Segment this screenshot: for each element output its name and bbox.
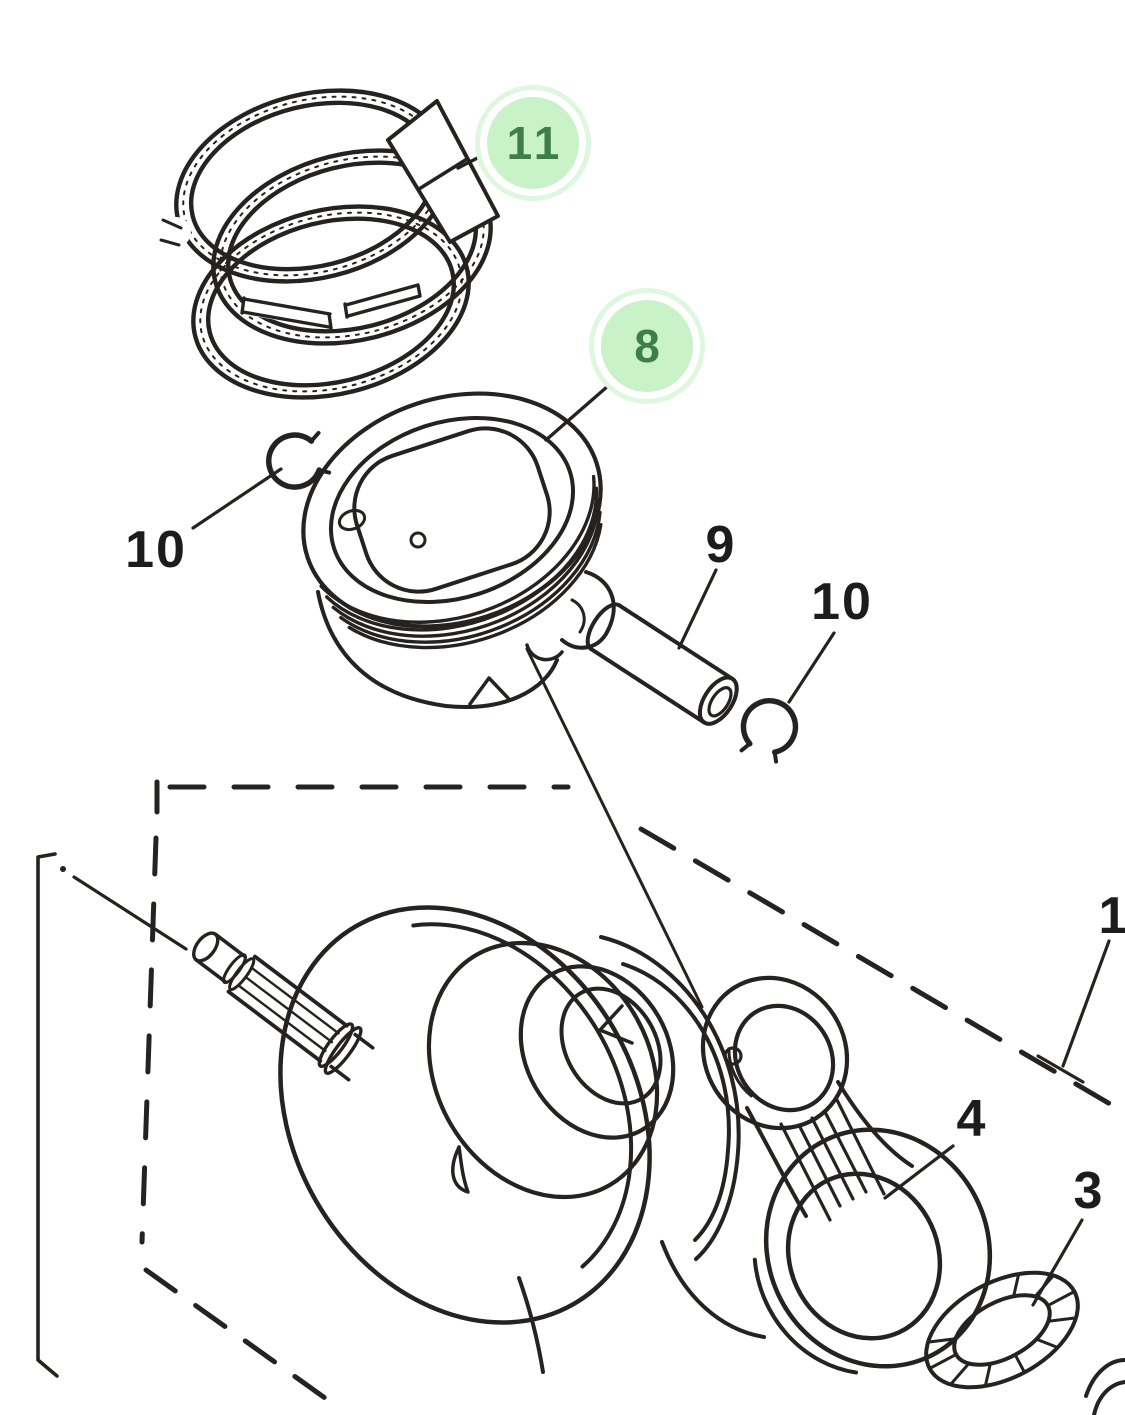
piston-ring-set-drawing [159,88,493,400]
circlip-right-drawing [739,697,799,764]
callout-label-piston-pin: 9 [705,516,737,574]
bearing-drawing [924,1270,1080,1390]
callout-label-bearing: 3 [1073,1162,1105,1220]
callout-label-connecting-rod: 4 [956,1090,988,1148]
partial-part-bottom-right [1084,1358,1125,1415]
circlip-left-drawing [266,430,332,490]
crankcase-boundary-dashed-box [139,779,1125,1406]
callout-number: 11 [506,117,564,169]
callout-label-circlip-left: 10 [125,521,187,579]
callout-badge-piston[interactable]: 8 [601,300,693,392]
callout-number: 8 [634,320,664,372]
callout-label-circlip-right: 10 [811,573,873,631]
callout-label-crank-assembly: 1 [1098,887,1125,945]
connecting-rod-drawing [700,975,993,1375]
crankshaft-drawing [192,905,766,1374]
callout-badge-ring-set[interactable]: 11 [487,97,579,189]
ring-set-tag [386,99,500,244]
leader-lines [191,149,1111,1307]
piston-drawing [301,391,616,709]
ring-gap [161,217,191,247]
piston-pin-drawing [585,602,739,726]
left-bracket-callout [36,852,188,1378]
